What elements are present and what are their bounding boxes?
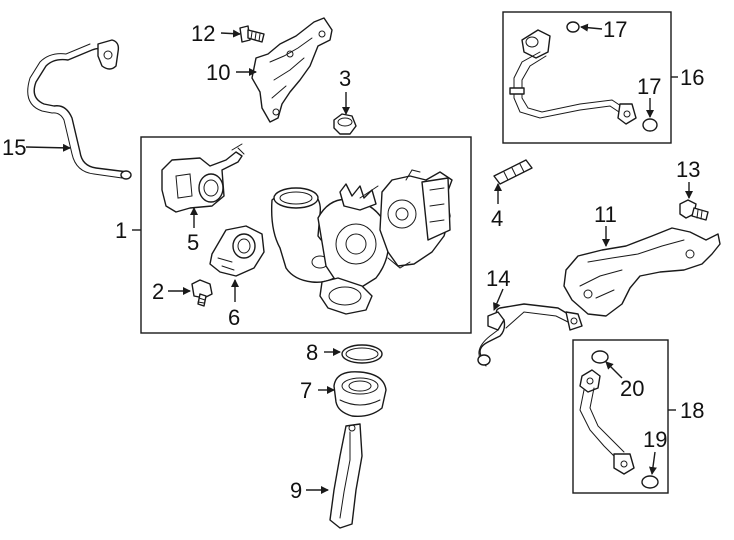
part-17-o-ring-upper (566, 21, 580, 33)
part-18-oil-return-line (579, 369, 635, 475)
callout-12: 12 (191, 21, 215, 46)
callout-10: 10 (206, 60, 230, 85)
part-20-o-ring (591, 350, 609, 364)
callout-9: 9 (290, 478, 302, 503)
callout-11: 11 (594, 202, 617, 227)
part-16-oil-feed-line (509, 29, 637, 125)
part-19-o-ring (641, 475, 659, 489)
part-3-nut (333, 113, 357, 135)
part-2-bolt (191, 279, 213, 307)
leader-lines (25, 23, 693, 494)
part-14-coolant-tube (477, 303, 583, 367)
turbo-assembly-box (140, 136, 472, 334)
callout-19: 19 (643, 427, 667, 452)
part-7-flange (333, 371, 387, 418)
callout-18: 18 (680, 398, 704, 423)
part-12-bolt (239, 25, 265, 43)
callout-13: 13 (676, 157, 700, 182)
part-4-stud (493, 159, 533, 185)
part-15-coolant-pipe (27, 39, 132, 180)
callout-17-lower: 17 (637, 74, 661, 99)
turbocharger-main (270, 169, 453, 315)
callout-20: 20 (620, 376, 644, 401)
callout-15: 15 (2, 135, 26, 160)
part-17-o-ring-lower (642, 118, 658, 132)
part-6-valve (209, 225, 265, 277)
callout-7: 7 (300, 378, 312, 403)
part-8-gasket (341, 344, 383, 364)
callout-16: 16 (680, 65, 704, 90)
callout-1: 1 (115, 218, 127, 243)
part-5-actuator (161, 143, 245, 213)
callout-5: 5 (187, 230, 199, 255)
callout-3: 3 (339, 66, 351, 91)
callout-14: 14 (486, 266, 510, 291)
callout-4: 4 (491, 206, 503, 231)
part-11-heat-shield (563, 227, 721, 317)
part-13-bolt (679, 199, 709, 221)
part-9-bracket (329, 423, 363, 529)
oil-return-kit-box (572, 339, 669, 494)
callout-8: 8 (306, 340, 318, 365)
callout-17-upper: 17 (603, 17, 627, 42)
callout-labels: 1 2 3 4 5 6 7 8 9 10 11 12 13 14 15 16 1… (2, 17, 704, 503)
part-10-heat-shield (251, 17, 333, 123)
callout-6: 6 (228, 305, 240, 330)
callout-2: 2 (152, 279, 164, 304)
